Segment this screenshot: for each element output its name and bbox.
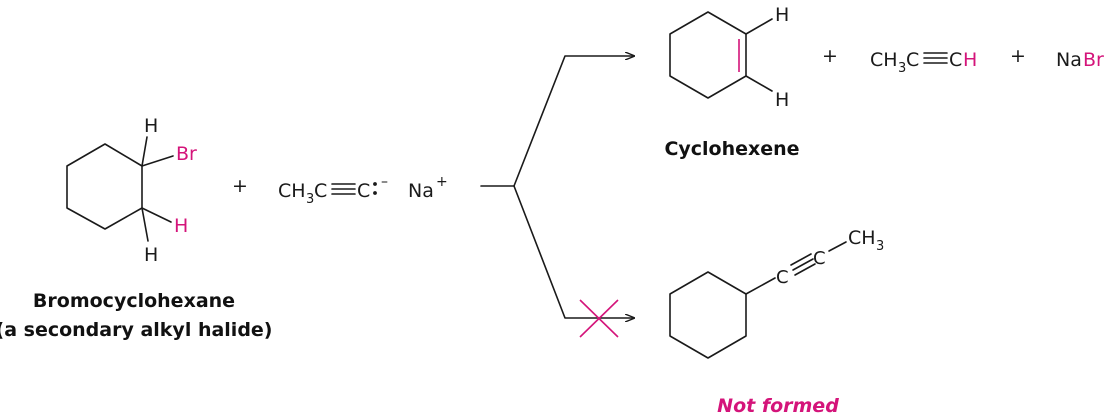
reagent-c1: C [314,180,327,202]
bromocyclohexane-structure: H Br H H [66,115,197,266]
sodium-propynide: CH 3 C C – Na + [278,174,448,207]
not-formed-label: Not formed [717,395,839,417]
c-h-bond-top [141,136,148,167]
blocked-cross-line-2 [579,299,619,338]
reagent-sodium: Na [408,180,434,202]
c-h-bond-lower [745,75,773,92]
cyclohexyl-ring [669,271,747,359]
plus-sign-products-2: + [1010,45,1026,67]
reactant-subtitle: (a secondary alkyl halide) [0,319,272,341]
propyne-h: H [963,49,977,71]
reagent-subscript-3: 3 [306,192,314,207]
lone-pair-dot-top [373,182,377,186]
cyclohexene-h-top: H [775,4,789,26]
reagent-negative-charge: – [381,174,388,190]
alkyne-triple-2 [792,258,814,271]
arrow-to-not-formed [513,185,634,318]
reagent-c2: C [357,180,370,202]
atom-br: Br [176,143,197,165]
c-br-bond [141,155,174,167]
alkyne-to-methyl-bond [828,241,847,252]
ring-to-alkyne-bond [745,277,776,295]
atom-h-pink: H [174,215,188,237]
cyclohexene-structure: H H [669,4,789,111]
propyne-subscript-3: 3 [898,61,906,76]
propyne: CH 3 C C H [870,49,977,76]
cyclohexylpropyne-structure: C C CH 3 [669,227,884,359]
salt-br: Br [1083,49,1104,71]
cyclohexene-h-bottom: H [775,89,789,111]
c-h-bond-bottom [141,207,149,242]
propyne-c1: C [906,49,919,71]
alkyne-c2: C [813,248,826,269]
propyne-c2: C [949,49,962,71]
cyclohexene-ring [669,11,747,99]
alkyne-triple-1 [790,253,812,266]
salt-na: Na [1056,49,1082,71]
alkyne-c1: C [776,267,789,288]
reactant-name: Bromocyclohexane [33,290,235,312]
methyl-subscript-3: 3 [876,239,884,254]
reagent-ch: CH [278,180,306,202]
alkyne-triple-3 [794,263,816,276]
reagent-positive-charge: + [436,174,448,190]
atom-h-top: H [144,115,158,137]
methyl-ch: CH [848,227,876,249]
c-h-bond-pink [141,207,172,223]
sodium-bromide: Na Br [1056,49,1104,71]
arrow-to-cyclohexene [513,56,634,187]
propyne-ch: CH [870,49,898,71]
branching-arrows [480,56,634,338]
cyclohexene-name: Cyclohexene [664,138,799,160]
plus-sign-products-1: + [822,45,838,67]
cyclohexane-ring [66,143,143,230]
lone-pair-dot-bottom [373,191,377,195]
plus-sign-reactants: + [232,175,248,197]
c-h-bond-upper [745,18,773,35]
atom-h-bottom: H [144,244,158,266]
